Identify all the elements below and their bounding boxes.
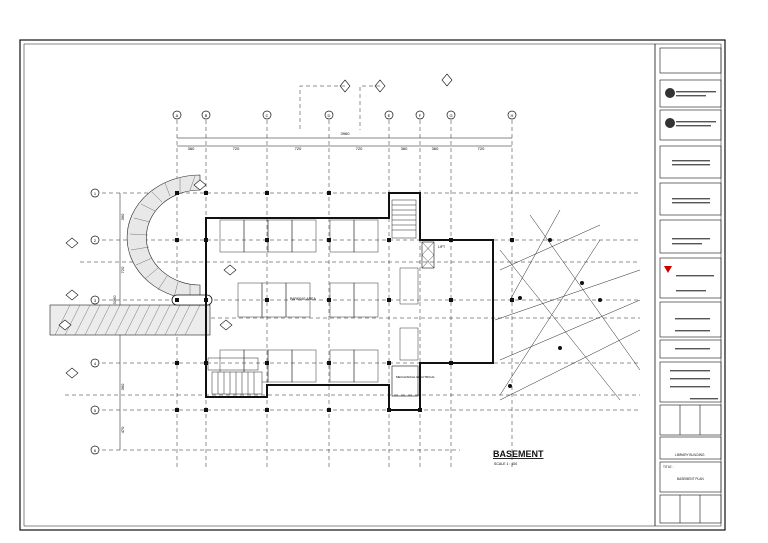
tb-drawing-name: BASEMENT PLAN <box>677 477 704 481</box>
tb-box-contractor <box>659 257 722 299</box>
grid-label-B: B <box>205 113 208 118</box>
owner-logo-icon <box>665 88 675 98</box>
section-lines <box>299 85 380 130</box>
basement-plan: A B C D E F G H 1 2 3 4 5 6 3960 360 720 <box>49 73 641 470</box>
parking-label: PARKING AREA <box>290 297 316 301</box>
grid-bubble-H: H <box>507 110 517 120</box>
curved-ramp <box>126 174 201 301</box>
column-markers <box>175 191 514 412</box>
dimension-text: 360 <box>432 146 439 151</box>
sheet-border <box>19 39 726 531</box>
tb-box-owner <box>659 79 722 108</box>
dimension-text: 360 <box>188 146 195 151</box>
tb-box-architect <box>659 145 722 179</box>
grid-label-F: F <box>419 113 422 118</box>
stairs <box>207 199 417 395</box>
dimension-text: 720 <box>120 266 125 273</box>
grid-bubble-2: 2 <box>90 235 100 245</box>
grid-bubble-F: F <box>415 110 425 120</box>
mechanical-label: MECHANICAL ELECTRICAL <box>396 375 435 379</box>
dimension-text: 360 <box>120 383 125 390</box>
diagonal-grid <box>494 209 641 401</box>
consultant-logo-icon <box>665 118 675 128</box>
grid-bubble-B: B <box>201 110 211 120</box>
dimension-text: 720 <box>478 146 485 151</box>
mechanical-room <box>391 365 419 397</box>
dimension-text: 470 <box>120 426 125 433</box>
column-spacing-dimensions: 360 720 720 720 360 360 720 <box>188 146 485 151</box>
grid-bubble-C: C <box>262 110 272 120</box>
dimension-text: 720 <box>356 146 363 151</box>
grid-label-C: C <box>266 113 269 118</box>
grid-bubble-1: 1 <box>90 188 100 198</box>
tb-project-name: LIBRARY BUILDING <box>675 453 705 457</box>
building-outline <box>205 192 494 411</box>
tb-box-consultant <box>659 109 722 141</box>
tb-title-label: TITLE : <box>663 465 674 469</box>
grid-label-A: A <box>176 113 179 118</box>
grid-label-6: 6 <box>94 448 97 453</box>
grid-bubble-D: D <box>324 110 334 120</box>
tb-box-project <box>659 47 722 74</box>
grid-label-D: D <box>328 113 331 118</box>
plan-scale: SCALE 1 : 100 <box>494 462 517 466</box>
tb-box-numbers <box>659 494 722 524</box>
contractor-logo-icon <box>664 266 672 273</box>
overall-width-dimension: 3960 <box>341 131 351 136</box>
lift-room: LIFT <box>421 241 446 269</box>
dimension-text: 720 <box>295 146 302 151</box>
straight-ramp <box>49 294 213 336</box>
tb-fine-print <box>670 91 718 400</box>
tb-box-structure <box>659 182 722 216</box>
grid-bubble-4: 4 <box>90 358 100 368</box>
lift-label: LIFT <box>438 245 446 249</box>
tb-box-revisions <box>659 361 722 403</box>
grid-label-3: 3 <box>94 298 97 303</box>
plan-title: BASEMENT <box>493 449 544 459</box>
grid-label-G: G <box>449 113 452 118</box>
overall-height-dimension: 3360 <box>112 295 117 305</box>
grid-label-1: 1 <box>94 191 97 196</box>
dimension-text: 360 <box>120 213 125 220</box>
grid-bubble-E: E <box>384 110 394 120</box>
grid-label-H: H <box>511 113 514 118</box>
dimension-text: 720 <box>233 146 240 151</box>
tb-box-mep <box>659 219 722 254</box>
grid-label-5: 5 <box>94 408 97 413</box>
tb-box-checked <box>659 339 722 359</box>
grid-bubble-A: A <box>172 110 182 120</box>
grid-label-4: 4 <box>94 361 97 366</box>
grid-bubble-6: 6 <box>90 445 100 455</box>
title-block: LIBRARY BUILDING TITLE : BASEMENT PLAN <box>659 47 722 524</box>
grid-row-bubbles: 1 2 3 4 5 6 <box>90 188 100 455</box>
tb-box-project-name <box>659 436 722 460</box>
grid-bubble-3: 3 <box>90 295 100 305</box>
grid-bubble-5: 5 <box>90 405 100 415</box>
grid-label-2: 2 <box>94 238 97 243</box>
tb-box-approval <box>659 301 722 338</box>
grid-column-bubbles: A B C D E F G H <box>172 110 517 120</box>
diagonal-grid-nodes <box>508 238 602 388</box>
grid-label-E: E <box>388 113 391 118</box>
tb-box-title <box>659 461 722 493</box>
section-markers <box>58 73 453 379</box>
tb-box-sign <box>659 404 722 436</box>
grid-bubble-G: G <box>446 110 456 120</box>
dimension-text: 360 <box>401 146 408 151</box>
